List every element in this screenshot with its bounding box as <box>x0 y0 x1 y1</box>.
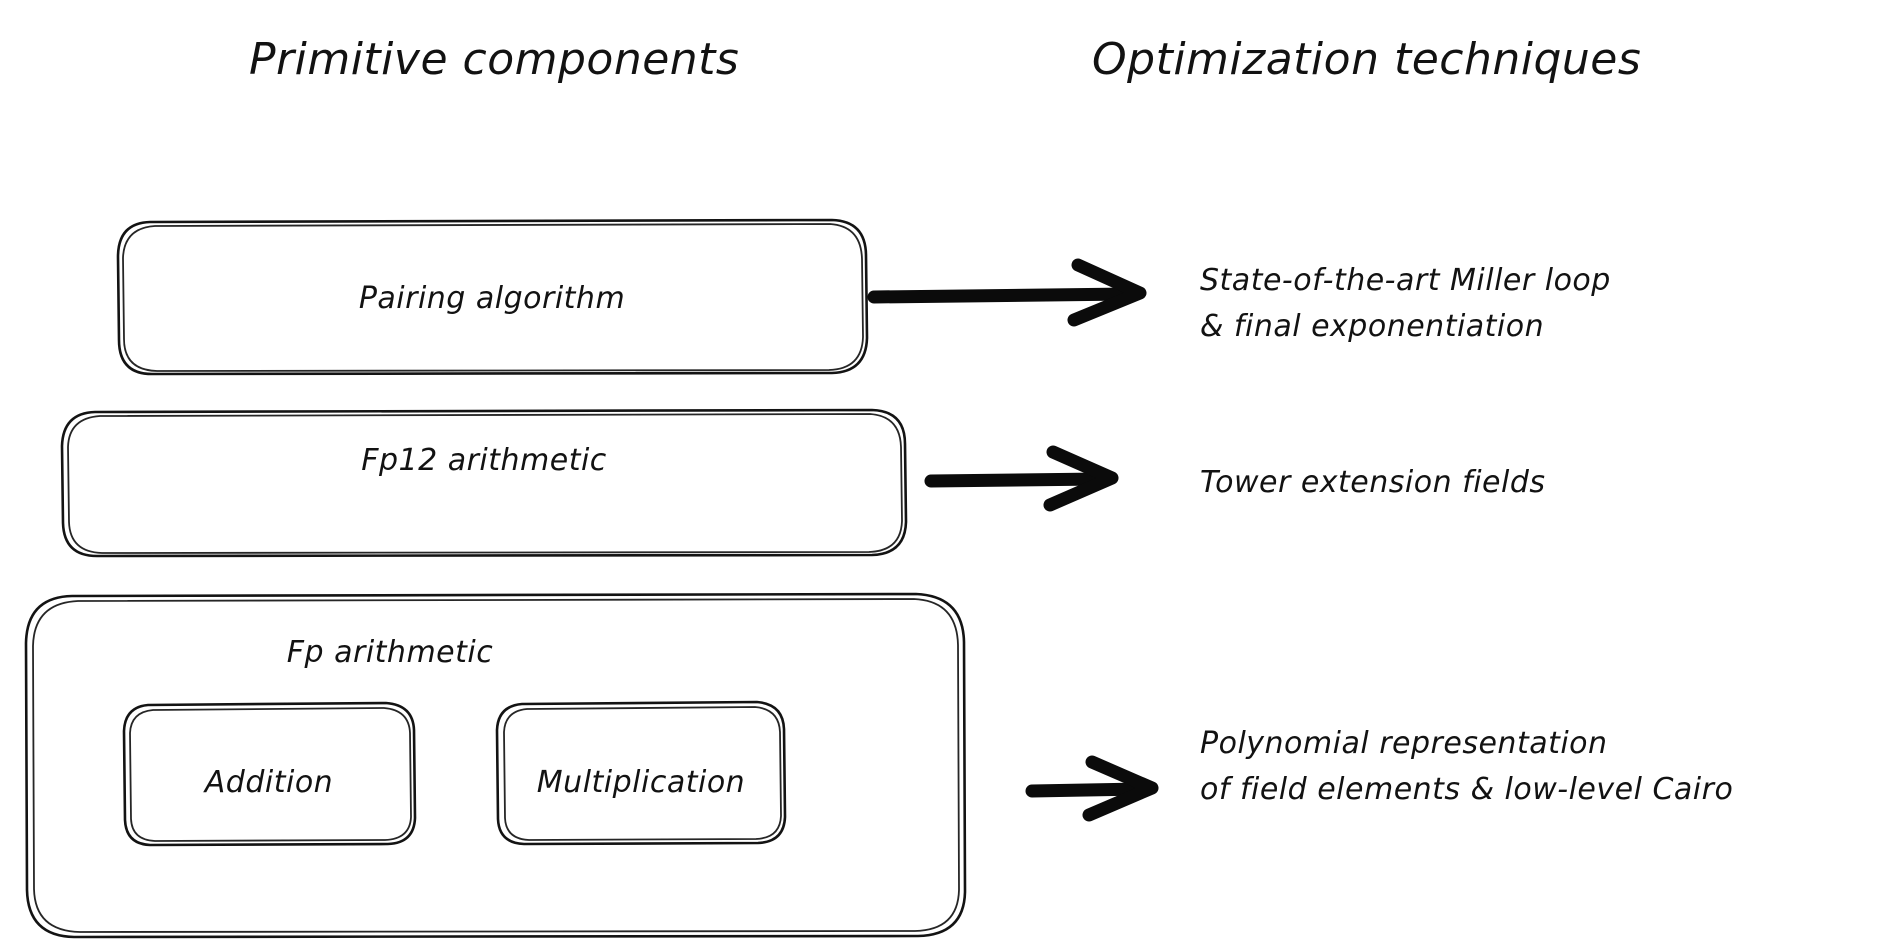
box-label-fp12-arithmetic: Fp12 arithmetic <box>361 443 607 478</box>
box-addition[interactable] <box>122 701 417 847</box>
column-header-optimization-techniques: Optimization techniques <box>1092 34 1641 85</box>
technique-pairing-line-1: State-of-the-art Miller loop <box>1200 263 1611 298</box>
box-multiplication[interactable] <box>495 700 787 846</box>
technique-fp12-line-1: Tower extension fields <box>1200 465 1546 500</box>
box-label-addition: Addition <box>203 765 333 800</box>
technique-fp-line-2: of field elements & low-level Cairo <box>1200 772 1733 807</box>
arrow-fp12-to-tower-fields <box>924 445 1119 512</box>
box-label-pairing-algorithm: Pairing algorithm <box>359 281 625 316</box>
box-fp12-arithmetic[interactable] <box>60 408 908 558</box>
box-label-multiplication: Multiplication <box>537 765 745 800</box>
technique-pairing-line-2: & final exponentiation <box>1200 309 1544 344</box>
row-fp12: Fp12 arithmetic Tower extension fields <box>60 408 1546 558</box>
box-pairing-algorithm[interactable] <box>116 218 869 376</box>
arrow-fp-to-polynomial-representation <box>1025 755 1159 822</box>
box-label-fp-arithmetic: Fp arithmetic <box>287 635 493 670</box>
box-fp-arithmetic[interactable] <box>24 592 967 939</box>
column-header-primitive-components: Primitive components <box>249 34 739 85</box>
row-fp: Fp arithmetic Addition Multiplication Po… <box>24 592 1733 939</box>
arrow-pairing-to-miller-loop <box>867 258 1147 327</box>
technique-fp-line-1: Polynomial representation <box>1200 726 1608 761</box>
row-pairing: Pairing algorithm State-of-the-art Mille… <box>116 218 1611 376</box>
